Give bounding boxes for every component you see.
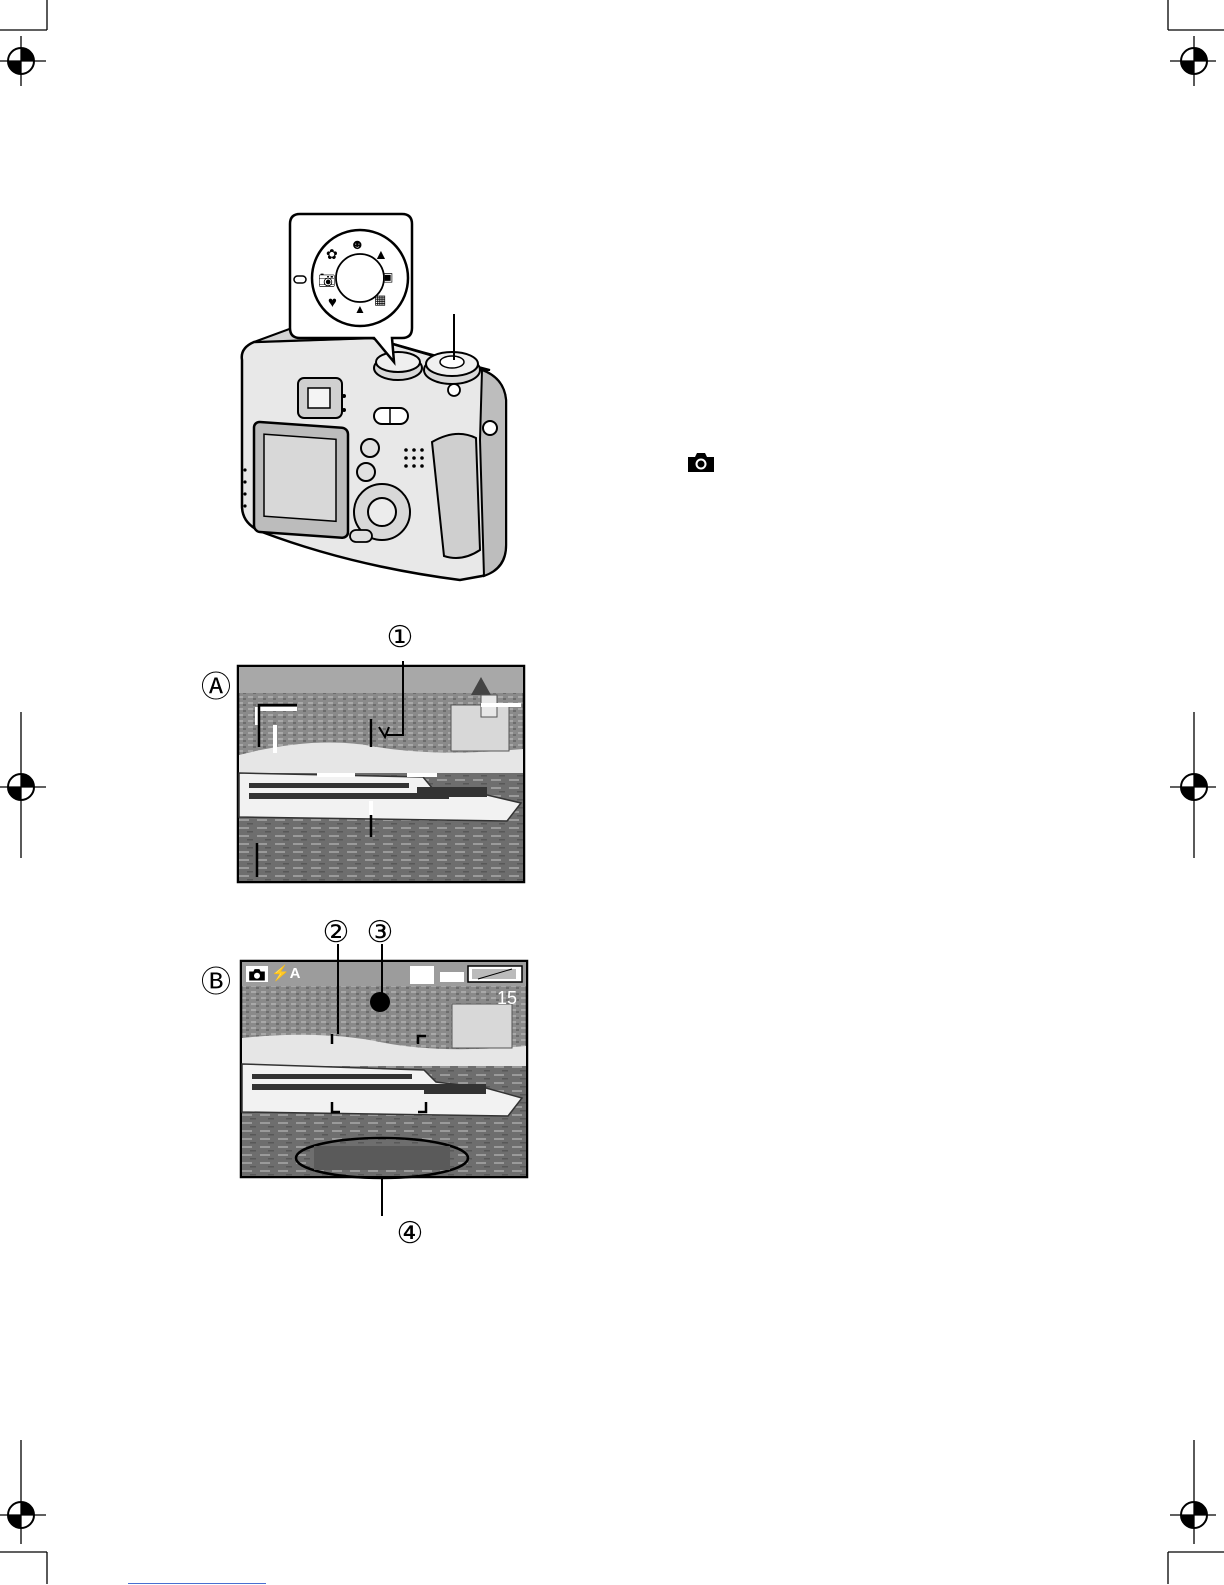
callout-4: ④ <box>390 1214 430 1254</box>
registration-mark-mid-left <box>0 712 46 858</box>
camera-icon: 📷︎ <box>318 272 336 289</box>
flower-icon: ✿ <box>326 246 338 263</box>
night-icon: ▣ <box>382 270 393 284</box>
heart-icon: ♥ <box>328 294 337 311</box>
label-screen-a: Ⓐ <box>196 668 236 708</box>
registration-mark-bottom-right <box>1170 1440 1216 1544</box>
registration-mark-mid-right <box>1170 712 1216 858</box>
registration-mark-bottom-left <box>0 1440 46 1544</box>
camera-icon <box>686 451 716 473</box>
camera-illustration <box>232 210 522 584</box>
label-screen-b: Ⓑ <box>196 963 236 1003</box>
callout-3: ③ <box>360 913 400 953</box>
callout-2: ② <box>316 913 356 953</box>
lcd-screen-a <box>237 665 525 883</box>
landscape-icon: ▲ <box>374 246 388 262</box>
lcd-screen-b <box>240 960 530 1180</box>
registration-mark-top-right <box>1170 36 1216 86</box>
playback-icon: ▲ <box>354 302 366 316</box>
callout-1: ① <box>380 618 420 658</box>
portrait-icon: ☻ <box>350 236 365 252</box>
registration-mark-top-left <box>0 36 46 86</box>
camera-icon <box>248 967 266 982</box>
flash-mode-indicator: ⚡A <box>271 964 301 982</box>
remaining-shots-count: 15 <box>497 988 517 1009</box>
movie-icon: ▦ <box>374 292 386 308</box>
